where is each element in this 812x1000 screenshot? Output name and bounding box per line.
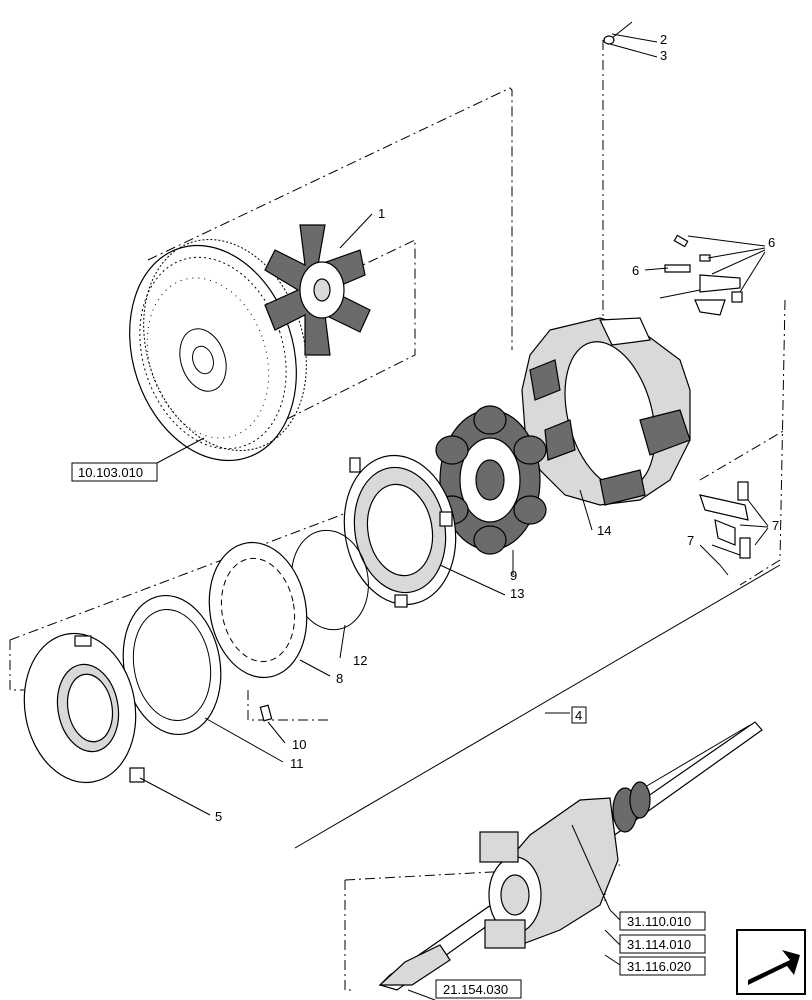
- callout-6b: 6: [632, 263, 639, 278]
- ref-box-gearbox-2[interactable]: [619, 934, 706, 954]
- flywheel: [129, 238, 307, 462]
- ref-gearbox-1-link[interactable]: 31.110.010: [627, 914, 691, 929]
- callout-4-box: [571, 706, 587, 724]
- gearbox-drum: [479, 781, 651, 949]
- callout-11: 11: [290, 756, 304, 771]
- callout-2: 2: [660, 32, 667, 47]
- friction-plate: [208, 541, 308, 679]
- callout-8: 8: [336, 671, 343, 686]
- leader-lines: [139, 33, 769, 1000]
- callout-7a: 7: [772, 518, 779, 533]
- callout-13: 13: [510, 586, 524, 601]
- callout-9: 9: [510, 568, 517, 583]
- lever-set-lower: [699, 481, 751, 576]
- callout-1: 1: [378, 206, 385, 221]
- lever-set-upper: [659, 234, 743, 316]
- callout-10: 10: [292, 737, 306, 752]
- bolt-and-washer: [603, 21, 633, 45]
- callout-6a: 6: [768, 235, 775, 250]
- pin: [259, 704, 273, 722]
- ref-gearbox-3-link[interactable]: 31.116.020: [627, 959, 691, 974]
- ref-box-shaft-frame[interactable]: [435, 979, 522, 999]
- retainer-plate: [23, 632, 145, 784]
- callout-labels: 1 2 3 6 6 7 7 14 9 13 12 8 10 11 5 4: [215, 32, 779, 824]
- callout-7b: 7: [687, 533, 694, 548]
- ref-box-flywheel[interactable]: [71, 462, 158, 482]
- reference-boxes[interactable]: 10.103.010 31.110.010 31.114.010 31.116.…: [71, 462, 706, 999]
- ref-shaft-link[interactable]: 21.154.030: [443, 982, 508, 997]
- damper-plate: [264, 224, 371, 356]
- ref-gearbox-2-link[interactable]: 31.114.010: [627, 937, 691, 952]
- callout-14: 14: [597, 523, 611, 538]
- arrow-back-icon[interactable]: [736, 929, 806, 995]
- callout-12: 12: [353, 653, 367, 668]
- callout-3: 3: [660, 48, 667, 63]
- ref-box-gearbox-1[interactable]: [619, 911, 706, 931]
- callout-4: 4: [575, 708, 582, 723]
- clutch-housing: [521, 317, 691, 506]
- callout-5: 5: [215, 809, 222, 824]
- ref-box-gearbox-3[interactable]: [619, 956, 706, 976]
- pressure-plate: [343, 454, 457, 608]
- ref-flywheel-link[interactable]: 10.103.010: [78, 465, 143, 480]
